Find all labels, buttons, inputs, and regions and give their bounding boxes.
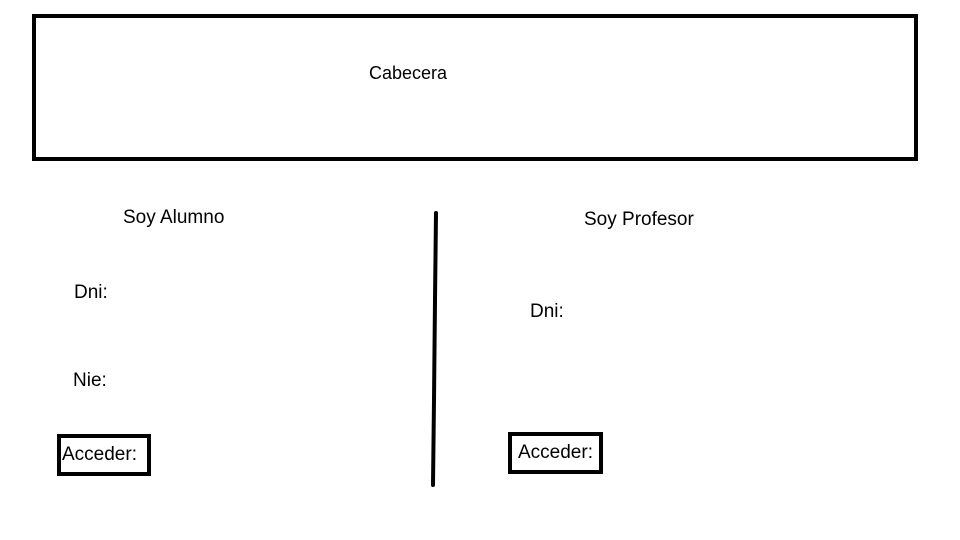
student-dni-label: Dni: [74, 282, 108, 303]
student-nie-label: Nie: [73, 370, 107, 391]
student-heading: Soy Alumno [123, 207, 225, 228]
student-access-button[interactable]: Acceder: [57, 434, 151, 476]
header-box [32, 14, 918, 161]
teacher-dni-label: Dni: [530, 301, 564, 322]
teacher-heading: Soy Profesor [584, 209, 694, 230]
header-title: Cabecera [369, 63, 448, 83]
teacher-access-button[interactable]: Acceder: [508, 432, 603, 474]
